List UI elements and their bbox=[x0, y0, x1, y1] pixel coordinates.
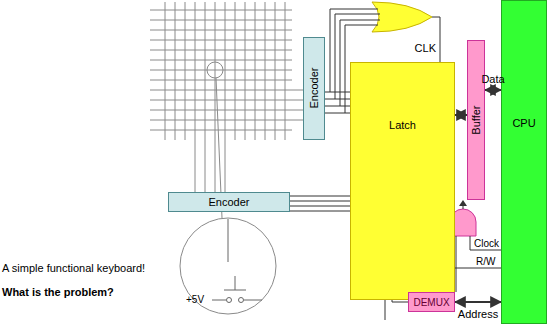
signal-label: A simple functional keyboard! bbox=[2, 262, 145, 274]
block-label: DEMUX bbox=[413, 297, 449, 308]
bus-arrow bbox=[485, 90, 501, 91]
or-gate bbox=[372, 2, 432, 32]
zoom-circle bbox=[180, 218, 276, 314]
bus-arrow bbox=[455, 302, 501, 303]
block-label: Encoder bbox=[209, 196, 250, 208]
signal-label: Clock bbox=[474, 238, 499, 249]
signal-label: +5V bbox=[186, 294, 204, 305]
signal-label: CLK bbox=[415, 42, 436, 54]
block-box: Latch bbox=[350, 62, 455, 300]
bus-wires bbox=[325, 92, 350, 113]
bus-label: Address bbox=[458, 308, 498, 320]
bus-wires bbox=[290, 196, 350, 211]
signal-label: What is the problem? bbox=[2, 286, 114, 298]
clock-wire bbox=[470, 236, 501, 250]
block-label: CPU bbox=[512, 117, 535, 129]
block-label: Encoder bbox=[308, 68, 320, 109]
key-highlight bbox=[207, 62, 223, 78]
demux-enable-wire bbox=[456, 236, 457, 292]
block-box: Encoder bbox=[303, 37, 325, 140]
block-box: DEMUX bbox=[408, 292, 455, 312]
block-label: Latch bbox=[389, 119, 416, 131]
signal-label: R/W bbox=[476, 256, 495, 267]
bus-arrow bbox=[455, 115, 467, 116]
block-label: Buffer bbox=[470, 105, 482, 134]
clk-wire bbox=[432, 17, 440, 62]
arrow-head bbox=[459, 200, 467, 206]
block-box: Encoder bbox=[168, 192, 290, 212]
block-box: CPU bbox=[501, 0, 547, 324]
bus-label: Data bbox=[481, 73, 504, 85]
block-box: Buffer bbox=[467, 40, 485, 200]
switch-symbol bbox=[212, 219, 262, 303]
key-matrix bbox=[150, 2, 303, 192]
